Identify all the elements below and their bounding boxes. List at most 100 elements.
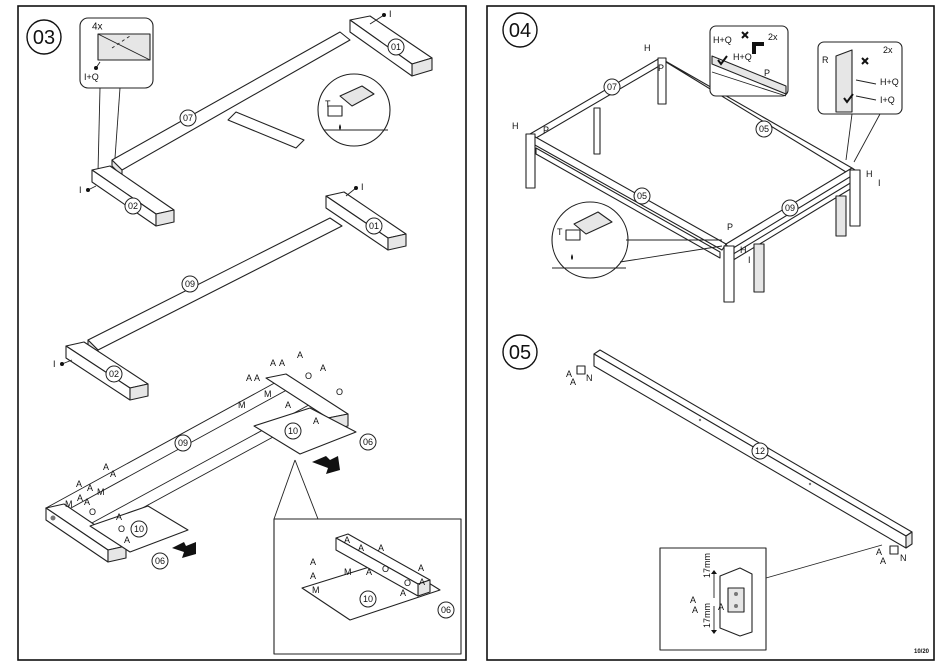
push-arrow-icon-right — [312, 456, 340, 474]
t-label-glue-04: T — [557, 227, 563, 237]
a-label-c7: A — [116, 512, 122, 522]
detail-callout-hq-right: R 2x H+Q I+Q — [817, 41, 903, 163]
a-label-b6: A — [320, 363, 326, 373]
panel-right-frame — [486, 5, 935, 661]
step-03-number: 03 — [33, 27, 55, 49]
p-label-bed-2: P — [658, 63, 664, 73]
t-label-glue: T — [325, 99, 331, 109]
check-icon — [717, 55, 728, 66]
detail-callout-hq-left: H+Q 2x H+Q P — [709, 25, 789, 97]
part-07-label: 07 — [183, 113, 193, 123]
a-label-d6: A — [418, 563, 424, 573]
r-label: R — [822, 55, 829, 65]
a-label-c6: A — [84, 497, 90, 507]
part-10-label-left: 10 — [134, 524, 144, 534]
m-label-b2: M — [238, 400, 246, 410]
qty-4x-label: 4x — [92, 22, 103, 33]
part-10-label-detail: 10 — [363, 594, 373, 604]
m-label-d2: M — [312, 585, 320, 595]
iq-label-top: I+Q — [84, 72, 99, 82]
p-label-bed-3: P — [727, 222, 733, 232]
a-label-f1: A — [690, 595, 696, 605]
h-label-bed-1: H — [644, 43, 651, 53]
leg-02-middle: I 02 — [53, 341, 149, 401]
a-label-b4: A — [246, 373, 252, 383]
board-09-middle: 09 — [87, 217, 343, 357]
a-label-e4: A — [880, 556, 886, 566]
cross-icon — [741, 31, 749, 39]
m-label-c2: M — [65, 499, 73, 509]
a-label-d4: A — [310, 557, 316, 567]
a-label-b5: A — [254, 373, 260, 383]
a-label-d8: A — [419, 577, 425, 587]
glue-callout: T — [317, 73, 391, 147]
part-05-label-bed-b: 05 — [637, 191, 647, 201]
panel-left-frame — [17, 5, 467, 661]
a-label-e2: A — [570, 377, 576, 387]
hq-label-left: H+Q — [713, 35, 732, 45]
o-label-b2: O — [336, 387, 343, 397]
h-label-bed-2: H — [512, 121, 519, 131]
a-label-c2: A — [110, 469, 116, 479]
detail-box-step03: 10 06 A A A A M A O A A M O A A — [273, 459, 462, 655]
part-01-label-middle: 01 — [369, 221, 379, 231]
part-09-label-middle: 09 — [185, 279, 195, 289]
o-label-b1: O — [305, 371, 312, 381]
p-label-callout: P — [764, 68, 770, 78]
glue-drop-icon — [339, 124, 341, 130]
a-label-c4: A — [87, 483, 93, 493]
a-label-d9: A — [400, 588, 406, 598]
a-label-c3: A — [76, 479, 82, 489]
part-05-label-bed-a: 05 — [759, 124, 769, 134]
step-05-number: 05 — [509, 342, 531, 364]
glue-drop-icon-04 — [571, 254, 573, 260]
dimension-top: 17mm — [702, 553, 712, 578]
part-06-label-left: 06 — [155, 556, 165, 566]
a-label-e3: A — [876, 547, 882, 557]
o-label-d2: O — [404, 578, 411, 588]
i-label-top-right: I — [389, 9, 392, 19]
n-label-e1: N — [586, 373, 593, 383]
a-label-c5: A — [77, 493, 83, 503]
i-label-middle-left: I — [53, 359, 56, 369]
board-07-top: 07 — [111, 31, 351, 177]
o-label-c2: O — [118, 524, 125, 534]
a-label-f2: A — [692, 605, 698, 615]
leg-01-top: I 01 — [349, 9, 433, 77]
hq-label-right: H+Q — [880, 77, 899, 87]
page-number: 10/20 — [914, 649, 930, 655]
a-label-b8: A — [313, 416, 319, 426]
part-01-label-top: 01 — [391, 42, 401, 52]
qty-2x-left: 2x — [768, 32, 778, 42]
m-label-b1: M — [264, 389, 272, 399]
h-label-bed-4: H — [740, 245, 747, 255]
step-04-number: 04 — [509, 20, 531, 42]
a-label-b1: A — [270, 358, 276, 368]
part-09-label-bed: 09 — [785, 203, 795, 213]
h-label-bed-3: H — [866, 169, 873, 179]
i-label-bed-1: I — [878, 178, 881, 188]
part-02-label-top: 02 — [128, 201, 138, 211]
leg-02-top: I 02 — [79, 165, 175, 227]
step-03: 03 — [26, 19, 62, 55]
a-label-c8: A — [124, 535, 130, 545]
n-label-e2: N — [900, 553, 907, 563]
part-12-label: 12 — [755, 446, 765, 456]
a-label-d5: A — [366, 567, 372, 577]
leg-01-middle: I 01 — [325, 182, 407, 251]
a-label-b3: A — [297, 350, 303, 360]
check-icon-right — [843, 93, 854, 104]
a-label-c1: A — [103, 462, 109, 472]
detail-callout-dowel: 4x I+Q — [79, 17, 154, 173]
step-05: 05 — [502, 334, 538, 370]
bed-frame-assembled: 07 05 05 09 H H P P H I H I P — [512, 43, 881, 303]
p-label-bed-1: P — [543, 125, 549, 135]
a-label-e1: A — [566, 369, 572, 379]
iq-label-right: I+Q — [880, 95, 895, 105]
bottom-assembly: 09 10 06 10 06 A A A A A O A O M M A A — [44, 350, 377, 570]
i-label-middle-right: I — [361, 182, 364, 192]
i-label-bed-2: I — [748, 255, 751, 265]
a-label-b7: A — [285, 400, 291, 410]
glue-callout-step04: T — [551, 201, 723, 279]
